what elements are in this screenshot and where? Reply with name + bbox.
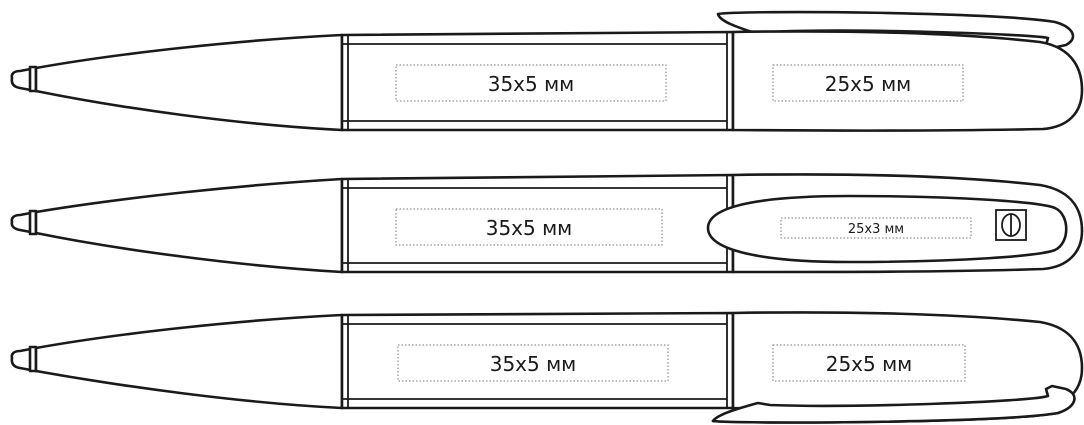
pen-1-barrel-print-label: 35x5 мм <box>488 72 575 96</box>
pen-1-cap-print-zone <box>772 64 964 102</box>
pen-2-barrel-print-zone <box>395 208 663 246</box>
pen-3-barrel-print-label: 35x5 мм <box>490 352 577 376</box>
pen-3: 35x5 мм 25x5 мм <box>10 311 1084 424</box>
pen-3-barrel-print-zone <box>397 344 669 382</box>
pen-3-cap-print-label: 25x5 мм <box>826 352 913 376</box>
pen-1: 35x5 мм 25x5 мм <box>10 10 1084 132</box>
pen-2: 35x5 мм 25x3 мм <box>10 173 1084 274</box>
pen-2-barrel-print-label: 35x5 мм <box>486 216 573 240</box>
pen-3-cap-print-zone <box>772 344 966 382</box>
pen-2-clip <box>706 194 1068 264</box>
pen-3-nose <box>34 313 344 410</box>
pen-2-nose <box>34 177 344 274</box>
pen-1-nose <box>34 33 344 132</box>
logo-mark-icon <box>995 209 1027 241</box>
pen-2-clip-print-label: 25x3 мм <box>848 222 904 237</box>
pen-2-clip-print-zone <box>780 217 972 239</box>
pen-1-cap <box>731 30 1084 132</box>
pen-1-barrel-print-zone <box>395 64 667 102</box>
pen-1-cap-print-label: 25x5 мм <box>825 72 912 96</box>
